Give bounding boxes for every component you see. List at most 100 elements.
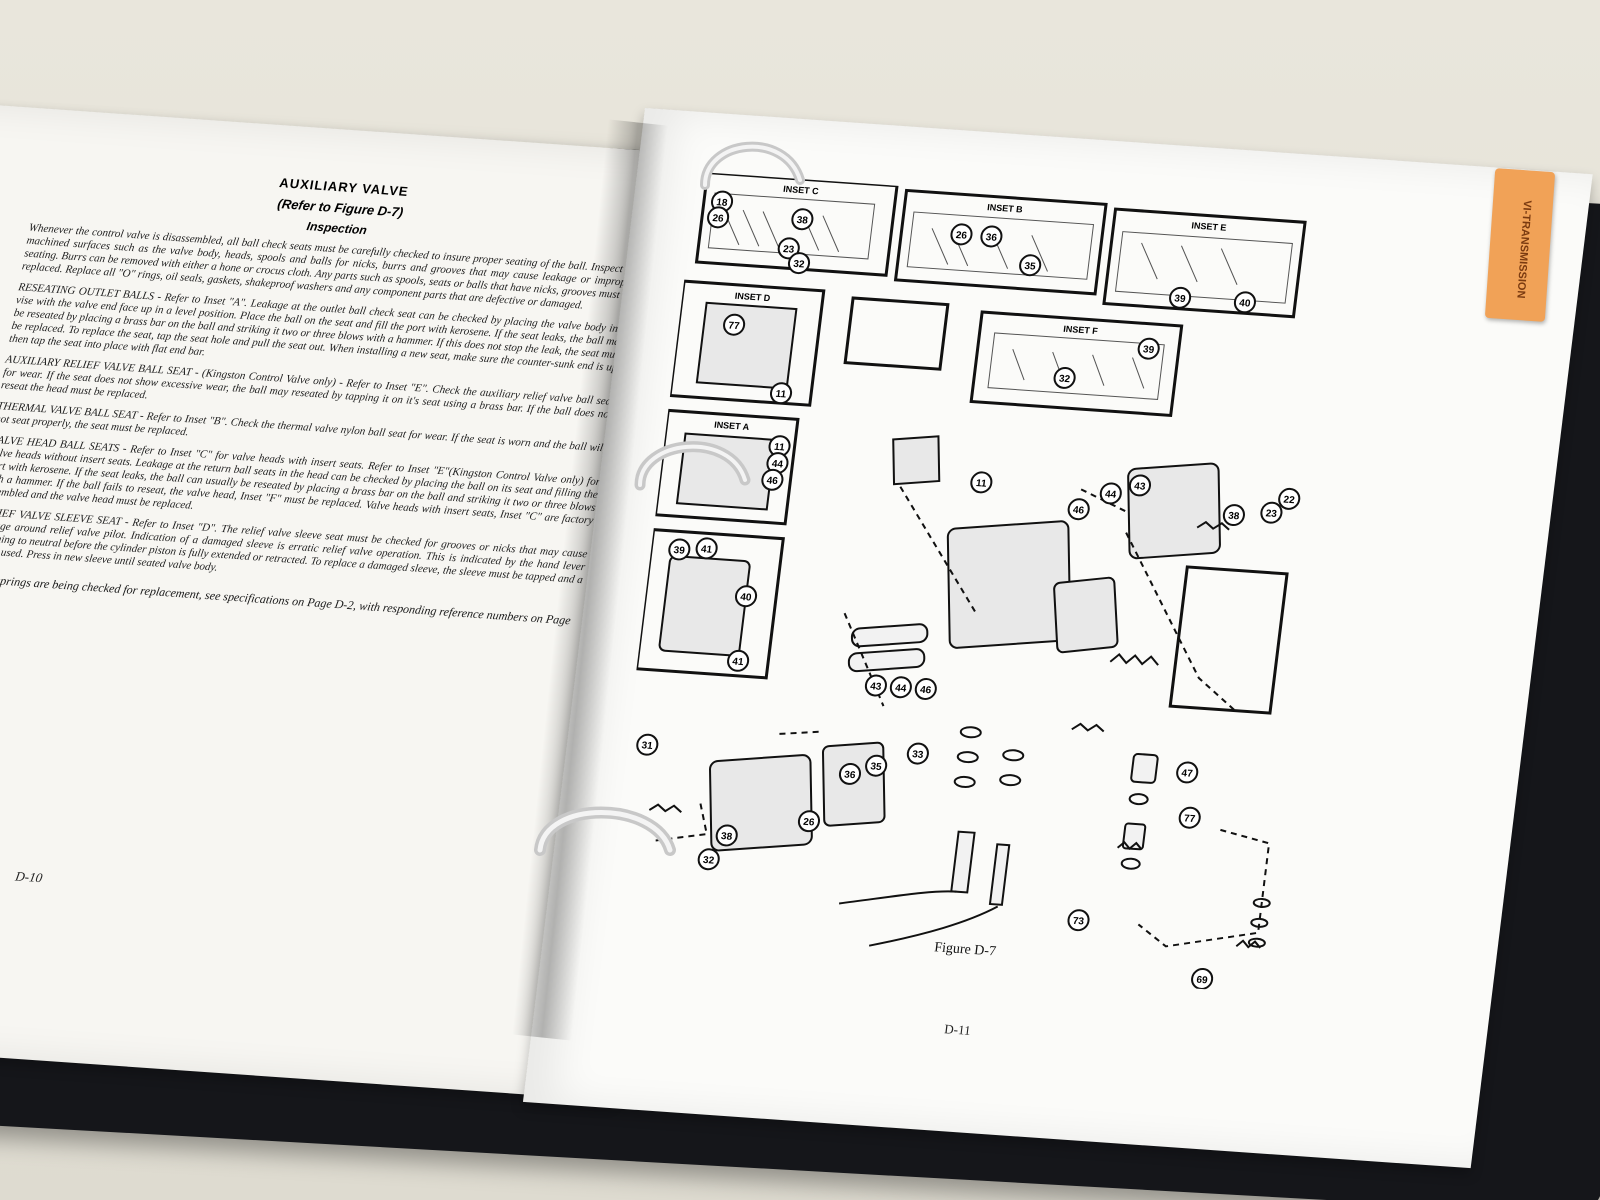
callout: 26	[950, 223, 973, 246]
callout-circle	[889, 676, 912, 699]
callout-number: 11	[975, 478, 987, 490]
callout-circle	[761, 468, 784, 491]
callout-number: 36	[985, 232, 998, 244]
callout-circle	[1260, 501, 1283, 524]
callout-number: 39	[673, 545, 686, 557]
callout-number: 35	[870, 761, 883, 773]
callout: 69	[1191, 968, 1214, 990]
callout-circle	[1278, 487, 1301, 510]
right-page-number: D-11	[943, 1021, 972, 1038]
callout-number: 38	[796, 215, 809, 227]
callout-circle	[970, 471, 993, 494]
callout: 73	[1067, 909, 1090, 932]
section-tab-label: VI-TRANSMISSION	[1514, 199, 1534, 299]
inset-label: INSET C	[783, 184, 820, 196]
callout: 41	[695, 537, 718, 560]
callout-number: 32	[1058, 374, 1071, 386]
callout: 47	[1176, 761, 1199, 784]
callout-circle	[777, 237, 800, 260]
left-page-content: AUXILIARY VALVE (Refer to Figure D-7) In…	[0, 158, 650, 641]
callout-number: 39	[1142, 344, 1155, 356]
inset-b-box	[893, 188, 1108, 296]
binder-ring-bottom	[534, 806, 676, 856]
callout-number: 38	[1228, 511, 1241, 523]
section-tab[interactable]: VI-TRANSMISSION	[1484, 168, 1556, 322]
callout: 77	[1178, 806, 1201, 829]
callout-number: 69	[1196, 975, 1209, 987]
callout: 39	[1137, 337, 1160, 360]
callout-number: 18	[716, 197, 729, 209]
callout-number: 43	[870, 681, 883, 693]
callout: 36	[980, 225, 1003, 248]
binder-ring-top	[700, 141, 805, 190]
callout-circle	[950, 223, 973, 246]
callout-number: 23	[1265, 508, 1278, 520]
callout-number: 26	[803, 817, 816, 829]
callout-circle	[1176, 761, 1199, 784]
callout-number: 44	[1104, 489, 1117, 501]
callout-circle	[1169, 286, 1192, 309]
callout-number: 44	[894, 683, 907, 695]
callout-number: 40	[740, 592, 753, 604]
inset-tool-box	[1168, 565, 1289, 715]
callout-circle	[1191, 968, 1214, 990]
callout-circle	[715, 824, 738, 847]
left-page-number: D-10	[14, 868, 44, 886]
callout-number: 22	[1283, 495, 1296, 507]
callout-circle	[1099, 482, 1122, 505]
inset-label: INSET A	[714, 420, 751, 432]
callout-number: 41	[700, 544, 713, 556]
callout: 43	[864, 674, 887, 697]
callout: 32	[787, 252, 811, 275]
callout-circle	[734, 585, 758, 608]
inset-small-box	[843, 296, 950, 371]
callout: 46	[761, 468, 784, 491]
callout-number: 39	[1174, 293, 1187, 305]
callout-circle	[1178, 806, 1201, 829]
inset-d-box	[668, 279, 826, 407]
callout-circle	[864, 674, 887, 697]
callout-circle	[1128, 474, 1152, 497]
callout-circle	[906, 742, 929, 765]
callout-number: 38	[720, 831, 733, 843]
inset-block-box	[634, 528, 785, 680]
callout-circle	[727, 649, 750, 672]
callout: 36	[838, 762, 862, 785]
callout-circle	[1222, 504, 1245, 527]
callout-circle	[769, 382, 793, 405]
callout: 38	[791, 208, 814, 231]
callout: 26	[797, 810, 821, 833]
callout-circle	[668, 538, 691, 561]
callout-number: 23	[782, 244, 795, 256]
inset-a-box	[653, 408, 800, 526]
callout-number: 40	[1239, 298, 1252, 310]
callout-number: 26	[955, 230, 968, 242]
callout: 31	[636, 733, 659, 756]
callout-circle	[697, 848, 720, 871]
inset-f-box	[969, 310, 1184, 418]
callout-circle	[1019, 254, 1042, 277]
callout-number: 11	[773, 442, 785, 454]
callout: 77	[723, 313, 746, 336]
callout: 11	[769, 382, 793, 405]
callout: 33	[906, 742, 929, 765]
callout: 46	[1067, 498, 1090, 521]
callout-number: 43	[1134, 481, 1147, 493]
callout-circle	[723, 313, 746, 336]
callout-number: 35	[1024, 261, 1037, 273]
callout-number: 46	[766, 475, 779, 487]
callout-number: 46	[919, 685, 932, 697]
callout: 35	[865, 754, 888, 777]
callout: 32	[697, 848, 720, 871]
callout-number: 46	[1072, 505, 1085, 517]
callout: 44	[1099, 482, 1122, 505]
callout-number: 32	[702, 855, 715, 867]
callout-number: 11	[775, 389, 787, 401]
inset-e-box	[1102, 207, 1307, 319]
callout: 38	[715, 824, 738, 847]
callout-circle	[787, 252, 811, 275]
callout: 35	[1019, 254, 1042, 277]
